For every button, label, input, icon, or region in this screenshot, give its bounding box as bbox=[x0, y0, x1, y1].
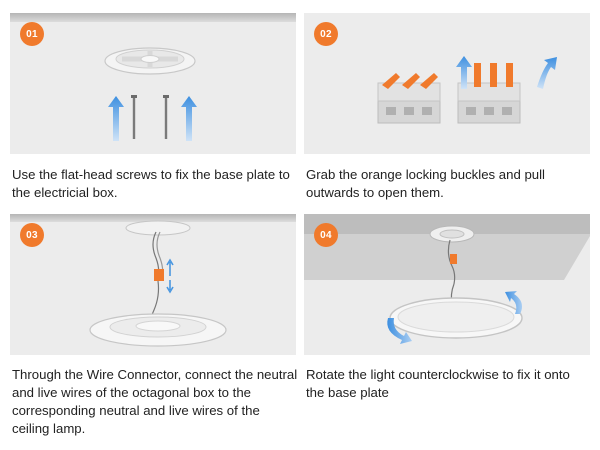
up-arrow-icon bbox=[166, 258, 174, 276]
base-plate-screws-drawing bbox=[10, 13, 296, 141]
step-number-badge: 01 bbox=[20, 22, 44, 46]
wire-connector bbox=[154, 269, 164, 281]
step-1-caption: Use the flat-head screws to fix the base… bbox=[12, 167, 290, 200]
wire-connector bbox=[450, 254, 457, 264]
up-arrow-icon bbox=[456, 56, 472, 89]
locking-buckle bbox=[474, 63, 481, 87]
locking-buckle bbox=[402, 73, 420, 89]
step-4-illustration: 04 bbox=[304, 214, 590, 355]
wire-connectors-drawing bbox=[377, 56, 557, 124]
curved-arrow-icon bbox=[537, 57, 557, 89]
ceiling-edge bbox=[10, 214, 296, 222]
wire-connector-right bbox=[457, 63, 521, 124]
up-arrow-icon bbox=[108, 96, 124, 141]
wire bbox=[447, 239, 456, 285]
step-2-illustration: 02 bbox=[304, 13, 590, 154]
wire-connection-drawing bbox=[10, 214, 296, 347]
rotate-lamp-drawing bbox=[304, 214, 590, 344]
ceiling-edge bbox=[10, 13, 296, 22]
step-3-illustration: 03 bbox=[10, 214, 296, 355]
step-4-caption: Rotate the light counterclockwise to fix… bbox=[306, 367, 570, 400]
rotate-arrow-icon bbox=[387, 318, 412, 344]
up-arrow-icon bbox=[181, 96, 197, 141]
step-number-badge: 03 bbox=[20, 223, 44, 247]
step-1-illustration: 01 bbox=[10, 13, 296, 154]
locking-buckle bbox=[490, 63, 497, 87]
step-2-caption: Grab the orange locking buckles and pull… bbox=[306, 167, 545, 200]
locking-buckle bbox=[382, 73, 400, 89]
locking-buckle bbox=[506, 63, 513, 87]
down-arrow-icon bbox=[166, 280, 174, 294]
rotate-arrow-icon bbox=[505, 291, 522, 314]
step-number-badge: 04 bbox=[314, 223, 338, 247]
wire-connector-left bbox=[377, 73, 441, 124]
step-number-badge: 02 bbox=[314, 22, 338, 46]
step-3-caption: Through the Wire Connector, connect the … bbox=[12, 367, 298, 436]
base-plate bbox=[125, 220, 191, 236]
locking-buckle bbox=[420, 73, 438, 89]
